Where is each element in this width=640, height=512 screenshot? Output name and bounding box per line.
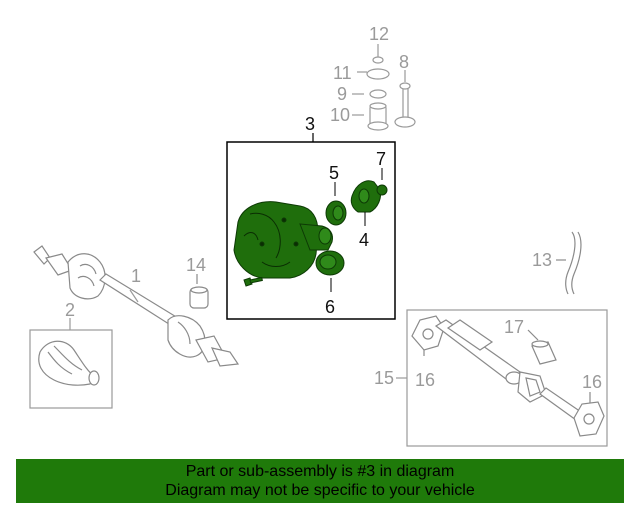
callout-5: 5 [329, 163, 339, 183]
callout-11: 11 [333, 63, 352, 83]
part-6-seal [315, 250, 345, 292]
part-1-axle-shaft [33, 245, 240, 367]
callout-14: 14 [186, 255, 206, 275]
callout-6: 6 [325, 297, 335, 317]
part-13-hose [556, 231, 582, 295]
parts-diagram: 12 11 9 10 8 3 5 7 4 6 1 2 14 13 15 16 1… [29, 24, 608, 447]
callout-17: 17 [504, 317, 524, 337]
part-3-assembly-box [226, 133, 396, 320]
callout-12: 12 [369, 24, 389, 44]
part-10-mount [352, 102, 389, 131]
upper-mount-parts [352, 44, 416, 131]
part-17-center-bearing [527, 329, 557, 365]
housing-bolt [243, 276, 263, 287]
part-11-ring [357, 68, 390, 80]
callout-13: 13 [532, 250, 552, 270]
prop-shaft [434, 319, 586, 421]
part-2-boot-kit [29, 318, 113, 409]
part-16-flex-disc-left [411, 315, 445, 356]
part-5-seal [325, 182, 347, 226]
part-4-flange [350, 180, 381, 226]
callout-labels: 12 11 9 10 8 3 5 7 4 6 1 2 14 13 15 16 1… [65, 24, 602, 392]
part-9-bushing [352, 89, 387, 99]
part-12-washer [372, 44, 384, 64]
callout-2: 2 [65, 300, 75, 320]
callout-16-left: 16 [415, 370, 435, 390]
part-8-bolt [394, 70, 416, 128]
part-7-nut [376, 168, 388, 196]
part-16-flex-disc-right [573, 392, 605, 437]
callout-10: 10 [330, 105, 350, 125]
differential-housing [233, 201, 333, 279]
callout-7: 7 [376, 149, 386, 169]
part-14-bushing [189, 274, 209, 309]
callout-15: 15 [374, 368, 394, 388]
callout-9: 9 [337, 84, 347, 104]
info-banner-line-1: Part or sub-assembly is #3 in diagram [185, 463, 455, 480]
callout-3: 3 [305, 114, 315, 134]
callout-1: 1 [131, 266, 141, 286]
info-banner-line-2: Diagram may not be specific to your vehi… [165, 482, 475, 499]
callout-16-right: 16 [582, 372, 602, 392]
part-15-prop-shaft-box [396, 309, 608, 447]
callout-8: 8 [399, 52, 409, 72]
info-banner: Part or sub-assembly is #3 in diagram Di… [16, 459, 624, 503]
callout-4: 4 [359, 230, 369, 250]
